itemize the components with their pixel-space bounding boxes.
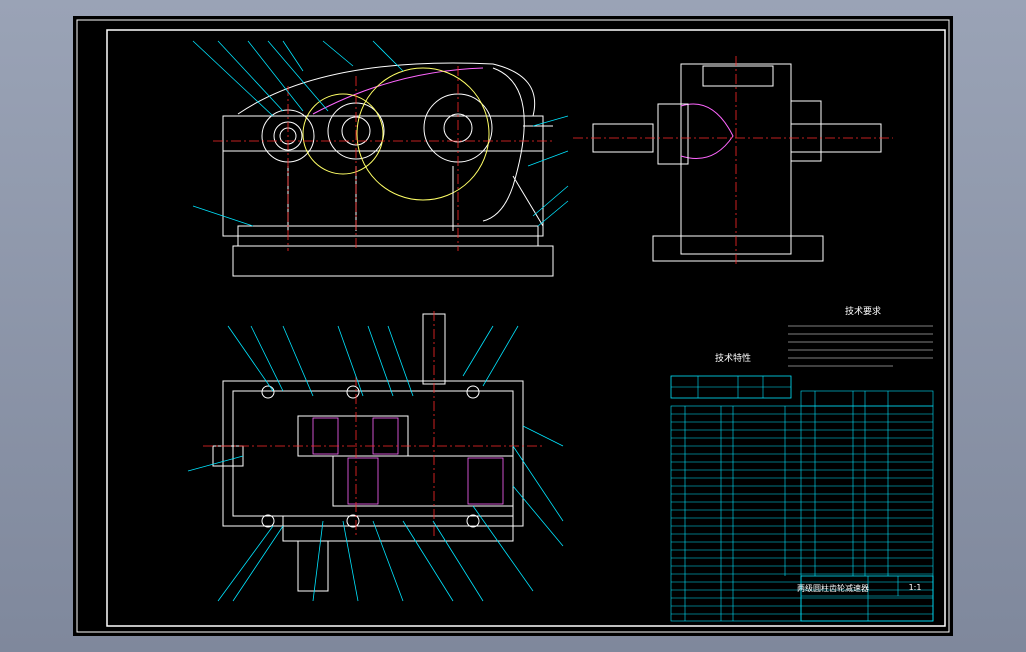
drawing-canvas: 技术要求 技术特性 xyxy=(76,19,950,633)
inner-frame xyxy=(106,29,946,627)
outer-frame xyxy=(76,19,950,633)
front-centerlines xyxy=(213,66,553,251)
tech-characteristics-table: 技术特性 xyxy=(670,352,792,399)
tech-requirements-title: 技术要求 xyxy=(845,305,881,317)
side-view xyxy=(592,63,882,262)
title-block: 两级圆柱齿轮减速器 1:1 xyxy=(797,575,934,622)
top-view-hatch xyxy=(312,417,504,505)
drawing-title: 两级圆柱齿轮减速器 xyxy=(797,583,869,593)
drawing-scale: 1:1 xyxy=(909,583,922,592)
parts-list-table xyxy=(670,390,934,622)
tech-requirements-block: 技术要求 xyxy=(788,305,933,367)
side-centerlines xyxy=(573,56,893,266)
front-leaders xyxy=(192,40,569,227)
top-centerlines xyxy=(203,311,543,536)
top-view xyxy=(212,313,524,592)
front-view xyxy=(222,62,554,277)
drawing-sheet: 技术要求 技术特性 xyxy=(73,16,953,636)
top-leaders xyxy=(187,325,564,602)
tech-characteristics-title: 技术特性 xyxy=(715,352,751,364)
